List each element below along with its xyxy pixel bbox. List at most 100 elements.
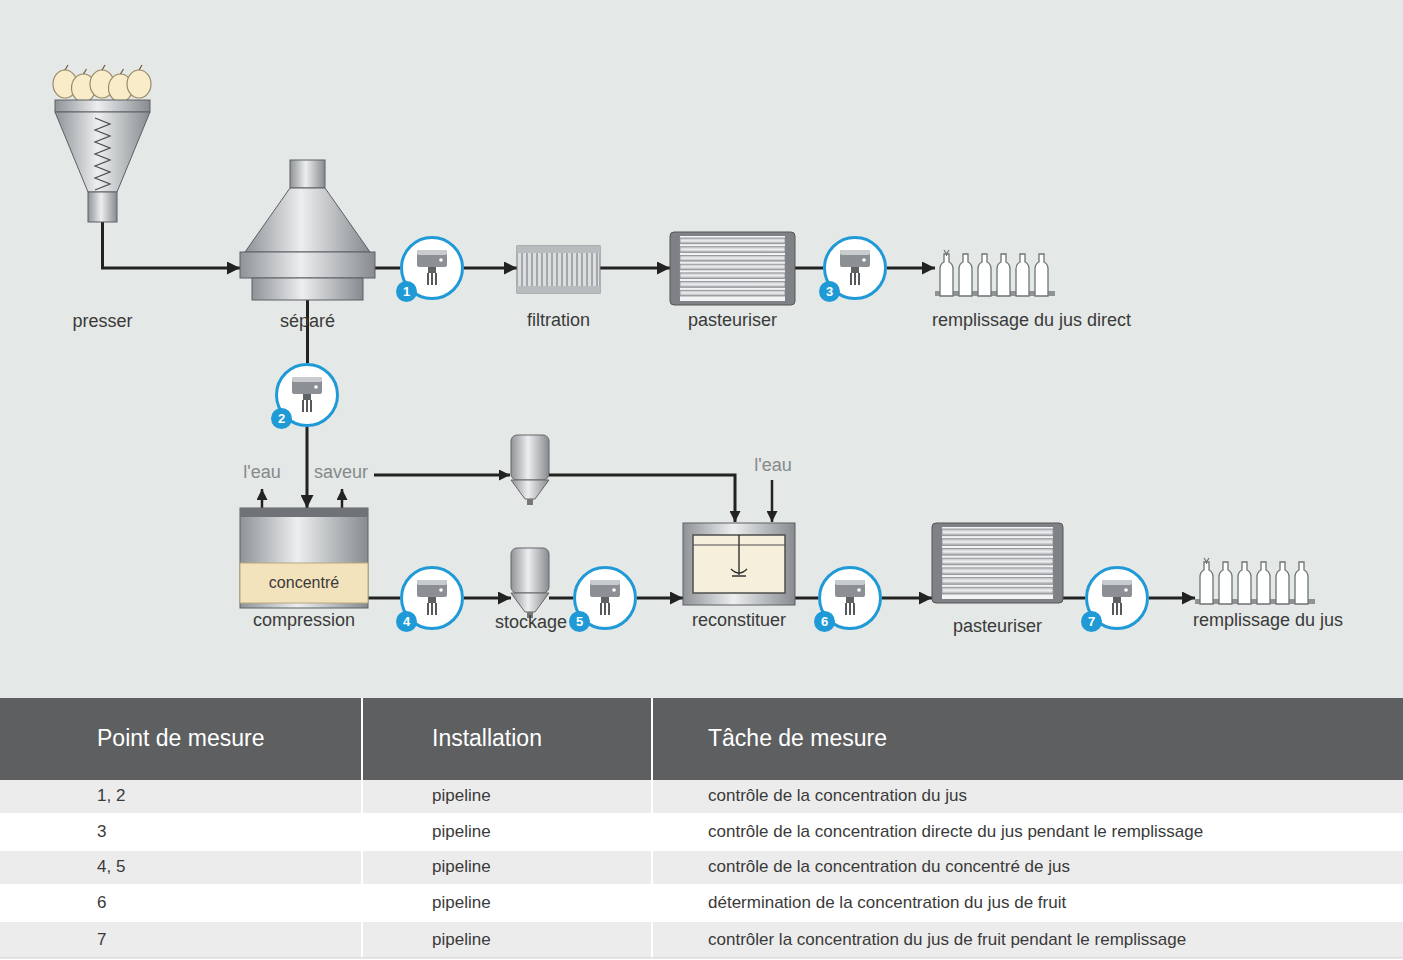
process-node: séparé (240, 160, 375, 300)
stream-label: saveur (314, 462, 368, 484)
table-rule (361, 698, 363, 958)
table-cell: pipeline (432, 822, 491, 842)
process-node: presser (55, 60, 150, 222)
stream-label: l'eau (754, 455, 791, 477)
node-label: stockage (495, 612, 567, 634)
table-header-cell: Point de mesure (97, 725, 264, 753)
table-cell: 7 (97, 930, 106, 950)
outflow-arrow (261, 489, 264, 508)
table-row (0, 922, 1403, 958)
flow-connector (637, 597, 683, 600)
water-arrow (771, 480, 774, 522)
table-cell: contrôle de la concentration du jus (708, 786, 967, 806)
flow-connector (795, 597, 818, 600)
tank-picture (240, 508, 368, 608)
node-label: remplissage du jus (1193, 610, 1343, 632)
flavour-line (374, 474, 510, 477)
flow-connector (887, 267, 935, 270)
process-node: stockage (511, 548, 549, 618)
node-label: reconstituer (692, 610, 786, 632)
filter-picture (517, 246, 600, 293)
callout-number: 3 (819, 281, 840, 302)
mixer-picture (683, 523, 795, 605)
callout-number: 5 (569, 611, 590, 632)
pasteur-picture (670, 232, 795, 305)
flow-connector (600, 267, 670, 270)
sensor-node: 3 (823, 236, 887, 300)
flow-connector (368, 597, 400, 600)
table-row (0, 780, 1403, 813)
table-rule (651, 698, 653, 958)
bottles-picture (1195, 548, 1315, 606)
node-label: pasteuriser (953, 616, 1042, 638)
process-node: remplissage du jus direct (935, 240, 1055, 298)
outflow-arrow (341, 489, 344, 508)
flow-connector (549, 597, 573, 600)
table-row (0, 886, 1403, 920)
process-node: remplissage du jus (1195, 548, 1315, 606)
table-row (0, 815, 1403, 849)
silo-picture (511, 548, 549, 618)
callout-number: 2 (271, 408, 292, 429)
flow-connector (882, 597, 932, 600)
separator-picture (240, 160, 375, 300)
sensor-node: 5 (573, 566, 637, 630)
flow-connector (1149, 597, 1195, 600)
stream-label: l'eau (243, 462, 280, 484)
process-node: filtration (517, 246, 600, 293)
table-cell: pipeline (432, 930, 491, 950)
process-node: reconstituer (683, 523, 795, 605)
diagram-ground (0, 0, 1403, 698)
table-cell: 6 (97, 893, 106, 913)
table-cell: pipeline (432, 893, 491, 913)
flow-connector (464, 597, 511, 600)
node-label: pasteuriser (688, 310, 777, 332)
process-node: concentrécompression (240, 508, 368, 608)
process-node: pasteuriser (932, 523, 1063, 603)
callout-number: 4 (396, 611, 417, 632)
table-cell: 1, 2 (97, 786, 125, 806)
callout-number: 1 (396, 281, 417, 302)
callout-number: 7 (1081, 611, 1102, 632)
table-header-cell: Installation (432, 725, 542, 753)
sensor-node: 6 (818, 566, 882, 630)
node-label: compression (253, 610, 355, 632)
node-label: presser (72, 311, 132, 333)
pasteur-picture (932, 523, 1063, 603)
table-rule (0, 958, 1403, 959)
hopper-picture (55, 60, 150, 222)
sensor-node: 7 (1085, 566, 1149, 630)
flow-connector (306, 427, 309, 508)
table-cell: pipeline (432, 857, 491, 877)
table-cell: contrôle de la concentration directe du … (708, 822, 1203, 842)
table-cell: contrôler la concentration du jus de fru… (708, 930, 1186, 950)
flavour-tank (511, 435, 549, 505)
callout-number: 6 (814, 611, 835, 632)
table-cell: contrôle de la concentration du concentr… (708, 857, 1070, 877)
sensor-node: 1 (400, 236, 464, 300)
flow-connector (795, 267, 823, 270)
sensor-node: 4 (400, 566, 464, 630)
flow-connector (306, 300, 309, 363)
node-label: séparé (280, 311, 335, 333)
table-row (0, 851, 1403, 884)
table-cell: 4, 5 (97, 857, 125, 877)
table-cell: pipeline (432, 786, 491, 806)
table-header (0, 698, 1403, 780)
flow-connector (375, 267, 400, 270)
flavour-line (549, 475, 735, 522)
flow-connector (464, 267, 517, 270)
process-node: pasteuriser (670, 232, 795, 305)
bottles-picture (935, 240, 1055, 298)
flow-connector (103, 222, 241, 268)
table-header-cell: Tâche de mesure (708, 725, 887, 753)
table-cell: détermination de la concentration du jus… (708, 893, 1066, 913)
content-label: concentré (240, 563, 368, 603)
node-label: filtration (527, 310, 590, 332)
node-label: remplissage du jus direct (932, 310, 1131, 332)
table-cell: 3 (97, 822, 106, 842)
